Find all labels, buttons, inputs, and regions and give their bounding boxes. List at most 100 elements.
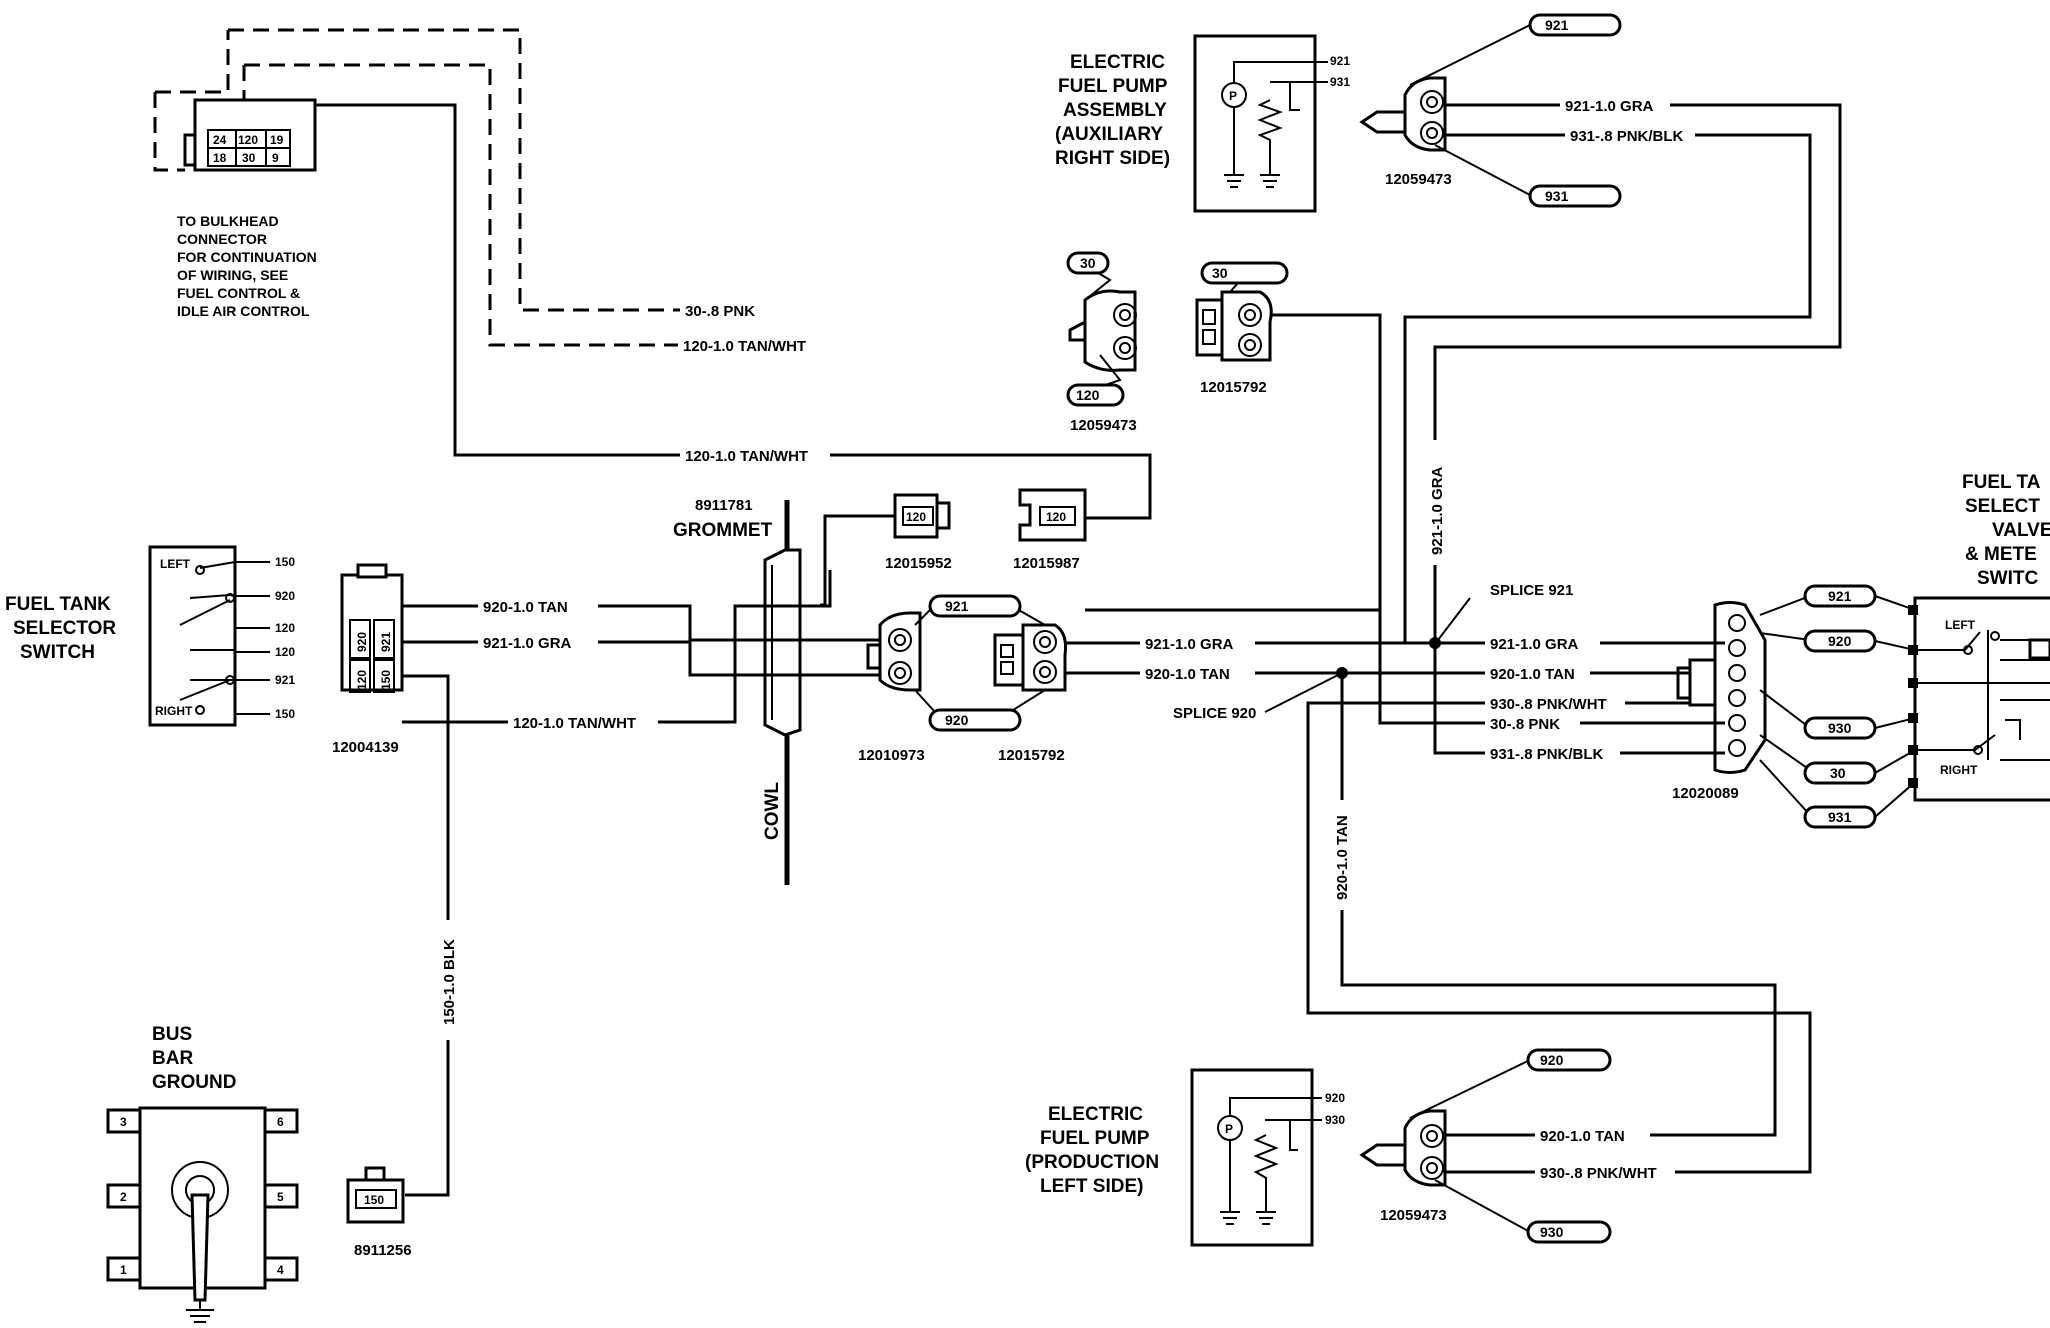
svg-text:ELECTRIC: ELECTRIC [1048, 1104, 1143, 1125]
svg-text:GROMMET: GROMMET [673, 520, 773, 541]
bulkhead-pin-24: 24 [213, 133, 227, 147]
bulkhead-pin-18: 18 [213, 151, 227, 165]
svg-text:P: P [1229, 89, 1237, 103]
part-12010973: 12010973 [858, 747, 925, 764]
tag-v921: 921 [1828, 588, 1852, 604]
wire-label-920-tan-sel: 920-1.0 TAN [483, 599, 568, 616]
svg-text:FUEL CONTROL &: FUEL CONTROL & [177, 285, 300, 301]
svg-text:FUEL TANK: FUEL TANK [5, 594, 111, 615]
wire-label-921-gra-vertical: 921-1.0 GRA [1429, 466, 1446, 555]
svg-text:ELECTRIC: ELECTRIC [1070, 52, 1165, 73]
aux-pin-921: 921 [1330, 54, 1350, 68]
svg-text:RIGHT: RIGHT [1940, 763, 1978, 777]
valve-connector: 12020089 921 920 930 30 931 [1625, 584, 1916, 829]
part-8911256: 8911256 [354, 1242, 412, 1259]
svg-text:(AUXILIARY: (AUXILIARY [1055, 124, 1163, 145]
pin-930-prod: 930 [1325, 1113, 1345, 1127]
part-12059473-aux: 12059473 [1385, 171, 1452, 188]
fuel-tank-selector-switch: FUEL TANK SELECTOR SWITCH LEFT RIGHT 150… [5, 545, 295, 727]
tag-150-ground: 150 [364, 1193, 384, 1207]
aux-pin-931: 931 [1330, 75, 1350, 89]
bulkhead-connector: 24 120 19 18 30 9 [153, 28, 1152, 520]
svg-text:2: 2 [120, 1190, 127, 1204]
splice-921-label: SPLICE 921 [1490, 582, 1573, 599]
svg-text:920: 920 [355, 632, 369, 652]
wire-label-920-tan-valve: 920-1.0 TAN [1490, 666, 1575, 683]
wire-label-921-gra-aux: 921-1.0 GRA [1565, 98, 1654, 115]
svg-text:6: 6 [277, 1115, 284, 1129]
wire-label-930-pnk-wht-prod: 930-.8 PNK/WHT [1540, 1165, 1657, 1182]
part-12059473-upper: 12059473 [1070, 417, 1137, 434]
tag-931-aux: 931 [1545, 188, 1569, 204]
tag-921-aux: 921 [1545, 17, 1569, 33]
bus-bar-ground: BUS BAR GROUND 3 6 2 5 1 4 150 8911256 [106, 1024, 412, 1323]
svg-text:120: 120 [275, 621, 295, 635]
svg-text:LEFT: LEFT [1945, 618, 1976, 632]
wire-label-920-tan-vertical: 920-1.0 TAN [1334, 815, 1351, 900]
wire-label-120-tan-wht-low: 120-1.0 TAN/WHT [513, 715, 636, 732]
tag-930-prod: 930 [1540, 1224, 1564, 1240]
wire-label-921-gra-main: 921-1.0 GRA [1145, 636, 1234, 653]
wire-label-920-tan-main: 920-1.0 TAN [1145, 666, 1230, 683]
pin-920-prod: 920 [1325, 1091, 1345, 1105]
grommet-cowl: 8911781 GROMMET COWL [673, 497, 802, 885]
wire-label-921-gra-valve: 921-1.0 GRA [1490, 636, 1579, 653]
svg-text:COWL: COWL [762, 782, 783, 840]
bulkhead-note: TO BULKHEAD CONNECTOR FOR CONTINUATION O… [177, 213, 317, 319]
svg-text:LEFT SIDE): LEFT SIDE) [1040, 1176, 1143, 1197]
tag-920-mid: 920 [945, 712, 969, 728]
svg-text:FUEL PUMP: FUEL PUMP [1058, 76, 1168, 97]
tag-921-mid: 921 [945, 598, 969, 614]
tag-120-c1: 120 [906, 510, 926, 524]
svg-text:RIGHT SIDE): RIGHT SIDE) [1055, 148, 1170, 169]
svg-text:150: 150 [379, 670, 393, 690]
upper-connector-pair: 30 120 12059473 30 12015792 [1066, 251, 1382, 612]
wire-label-120-tan-wht-mid: 120-1.0 TAN/WHT [685, 448, 808, 465]
svg-text:FOR CONTINUATION: FOR CONTINUATION [177, 249, 317, 265]
tag-v930: 930 [1828, 720, 1852, 736]
part-12059473-prod: 12059473 [1380, 1207, 1447, 1224]
selector-connector: 920 921 120 150 12004139 [332, 563, 404, 756]
tag-30-up: 30 [1080, 255, 1096, 271]
part-12015952: 12015952 [885, 555, 952, 572]
svg-text:& METE: & METE [1965, 544, 2037, 565]
part-12015792-upper: 12015792 [1200, 379, 1267, 396]
production-fuel-pump: ELECTRIC FUEL PUMP (PRODUCTION LEFT SIDE… [1025, 1048, 1675, 1247]
svg-text:120: 120 [355, 670, 369, 690]
svg-text:150: 150 [275, 707, 295, 721]
svg-text:1: 1 [120, 1263, 127, 1277]
svg-text:921: 921 [275, 673, 295, 687]
svg-text:GROUND: GROUND [152, 1072, 236, 1093]
tag-30-upper-b: 30 [1212, 265, 1228, 281]
svg-text:FUEL PUMP: FUEL PUMP [1040, 1128, 1150, 1149]
svg-text:IDLE AIR CONTROL: IDLE AIR CONTROL [177, 303, 310, 319]
svg-text:BAR: BAR [152, 1048, 193, 1069]
bulkhead-pin-19: 19 [270, 133, 284, 147]
tag-920-prod: 920 [1540, 1052, 1564, 1068]
tag-120-up: 120 [1076, 387, 1100, 403]
svg-text:SWITC: SWITC [1977, 568, 2038, 589]
svg-text:P: P [1225, 1122, 1233, 1136]
fuel-tank-selector-valve: FUEL TA SELECT VALVE & METE SWITC LEFT R… [1908, 472, 2050, 802]
tag-v920: 920 [1828, 633, 1852, 649]
svg-text:TO BULKHEAD: TO BULKHEAD [177, 213, 279, 229]
middle-connector-pair: 921 920 12010973 12015792 [858, 594, 1067, 764]
svg-text:921: 921 [379, 632, 393, 652]
aux-fuel-pump: ELECTRIC FUEL PUMP ASSEMBLY (AUXILIARY R… [1055, 13, 1842, 755]
svg-text:920: 920 [275, 589, 295, 603]
svg-text:3: 3 [120, 1115, 127, 1129]
bulkhead-pin-9: 9 [272, 151, 279, 165]
svg-text:OF WIRING, SEE: OF WIRING, SEE [177, 267, 288, 283]
svg-text:SWITCH: SWITCH [20, 642, 95, 663]
splice-920-label: SPLICE 920 [1173, 705, 1256, 722]
part-12015792-mid: 12015792 [998, 747, 1065, 764]
wire-label-30-pnk: 30-.8 PNK [685, 303, 755, 320]
tag-v931: 931 [1828, 809, 1852, 825]
svg-text:4: 4 [277, 1263, 284, 1277]
wire-label-30-pnk-valve: 30-.8 PNK [1490, 716, 1560, 733]
svg-text:5: 5 [277, 1190, 284, 1204]
svg-text:CONNECTOR: CONNECTOR [177, 231, 267, 247]
tag-v30: 30 [1830, 765, 1846, 781]
svg-text:FUEL TA: FUEL TA [1962, 472, 2041, 493]
